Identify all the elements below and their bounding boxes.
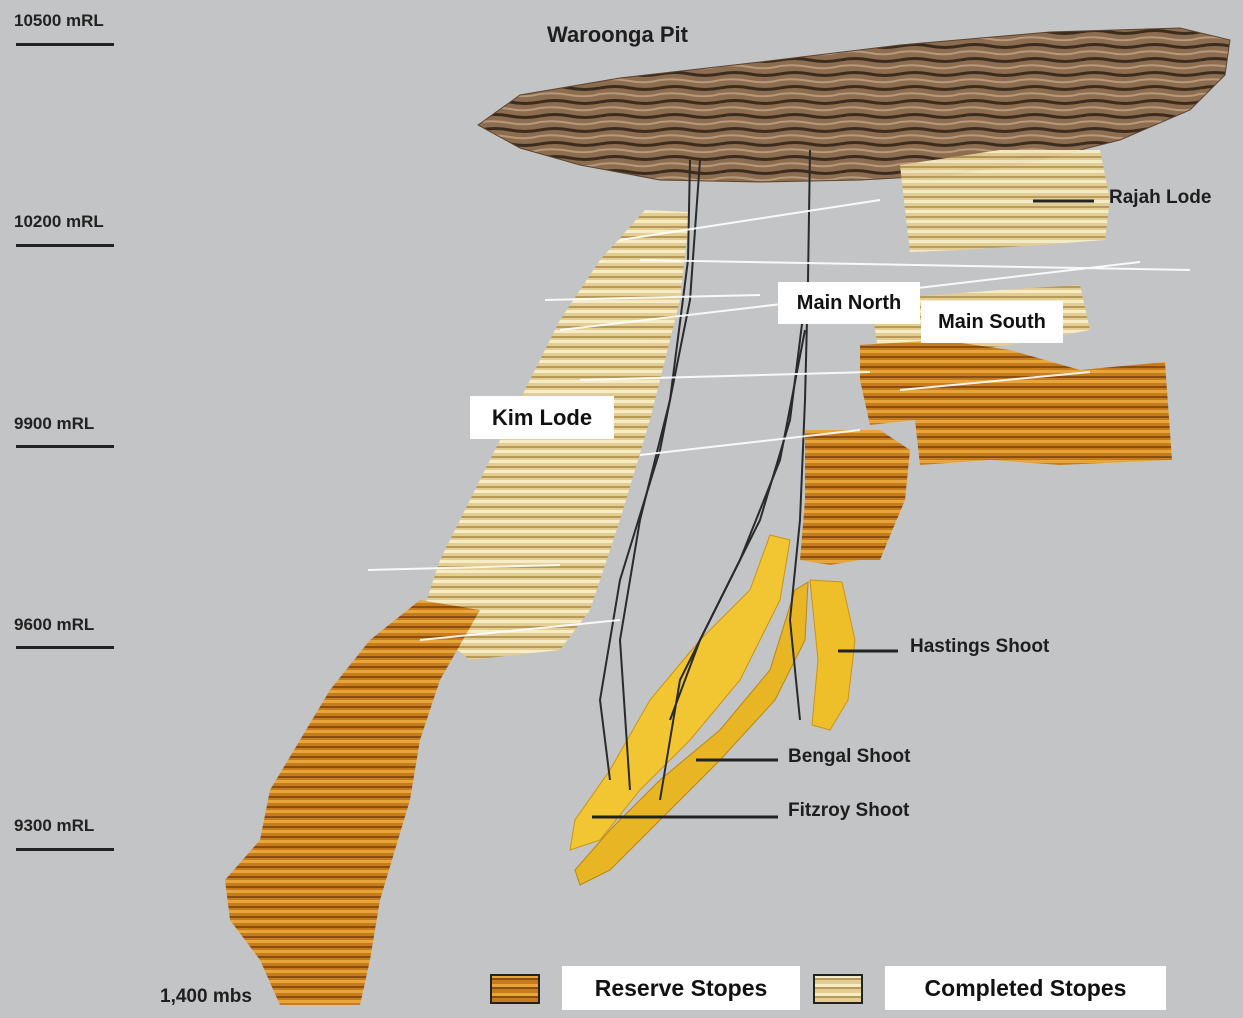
main-south-label: Main South [921, 301, 1063, 343]
bengal-shoot-label: Bengal Shoot [788, 746, 911, 767]
main-north-reserve-stopes [800, 430, 910, 565]
kim-lode-reserve-stopes [225, 600, 480, 1005]
hastings-shoot [809, 579, 856, 731]
rajah-lode-label: Rajah Lode [1109, 187, 1212, 208]
main-south-reserve-stopes [860, 340, 1172, 465]
reserve-stopes-swatch [490, 974, 540, 1004]
level-label-9600: 9600 mRL [14, 615, 95, 634]
development-drives [367, 199, 1191, 641]
decline-lines [598, 149, 811, 801]
level-label-9300: 9300 mRL [14, 816, 95, 835]
pit-title: Waroonga Pit [547, 22, 688, 47]
depth-label: 1,400 mbs [160, 986, 252, 1007]
main-north-label: Main North [778, 282, 920, 324]
level-label-9900: 9900 mRL [14, 414, 95, 433]
level-label-10500: 10500 mRL [14, 11, 104, 30]
level-marker-9300 [16, 848, 114, 851]
level-marker-10200 [16, 244, 114, 247]
level-marker-10500 [16, 43, 114, 46]
waroonga-pit [477, 27, 1231, 183]
level-marker-9600 [16, 646, 114, 649]
completed-stopes-swatch [813, 974, 863, 1004]
completed-stopes-legend: Completed Stopes [885, 966, 1166, 1010]
kim-lode-label: Kim Lode [470, 396, 614, 439]
level-label-10200: 10200 mRL [14, 212, 104, 231]
hastings-shoot-label: Hastings Shoot [910, 636, 1050, 657]
leader-lines [592, 199, 1094, 819]
rajah-lode-stopes [900, 150, 1110, 252]
fitzroy-shoot-label: Fitzroy Shoot [788, 800, 910, 821]
bengal-shoot [574, 581, 809, 886]
level-marker-9900 [16, 445, 114, 448]
reserve-stopes-legend: Reserve Stopes [562, 966, 800, 1010]
